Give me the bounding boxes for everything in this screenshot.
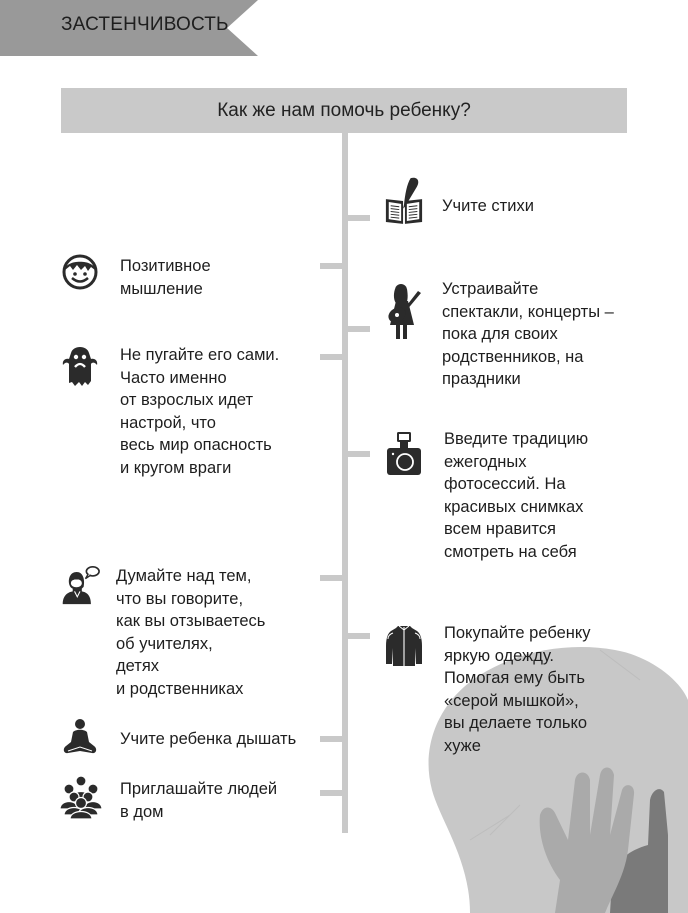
group-of-people-icon: [58, 774, 104, 820]
timeline-spine: [342, 133, 348, 833]
tip-dont-scare: Не пугайте его сами. Часто именно от взр…: [60, 346, 279, 480]
timeline-tick-left: [320, 263, 343, 269]
scary-ghost-icon: [60, 346, 100, 386]
question-header: Как же нам помочь ребенку?: [61, 88, 627, 133]
tip-learn-poems: Учите стихи: [384, 175, 534, 227]
book-quill-icon: [384, 175, 424, 227]
tip-positive-thinking: Позитивное мышление: [60, 252, 211, 300]
tip-invite-people: Приглашайте людей в дом: [58, 774, 277, 823]
woman-speech-bubble-icon: [60, 565, 100, 605]
timeline-tick-right: [347, 451, 370, 457]
section-banner: [0, 0, 258, 56]
question-text: Как же нам помочь ребенку?: [217, 99, 471, 121]
tip-text: Не пугайте его сами. Часто именно от взр…: [120, 346, 280, 477]
meditation-lotus-icon: [60, 718, 100, 758]
tip-text: Введите традицию ежегодных фотосессий. Н…: [444, 430, 589, 561]
tip-text: Покупайте ребенку яркую одежду. Помогая …: [444, 624, 591, 755]
timeline-tick-left: [320, 736, 343, 742]
tip-text: Приглашайте людей в дом: [120, 780, 278, 821]
tip-text: Думайте над тем, что вы говорите, как вы…: [116, 567, 266, 698]
tip-text: Учите стихи: [442, 197, 534, 215]
jacket-icon: [384, 622, 424, 668]
tip-teach-breathing: Учите ребенка дышать: [60, 718, 296, 758]
tip-photo-sessions: Введите традицию ежегодных фотосессий. Н…: [384, 430, 588, 564]
camera-flash-icon: [384, 430, 424, 478]
tip-text: Позитивное мышление: [120, 257, 211, 298]
tip-staging-shows: Устраивайте спектакли, концерты – пока д…: [384, 276, 614, 391]
section-title: ЗАСТЕНЧИВОСТЬ: [61, 14, 229, 35]
tip-bright-clothes: Покупайте ребенку яркую одежду. Помогая …: [384, 622, 591, 758]
smiling-boy-face-icon: [60, 252, 100, 292]
timeline-tick-left: [320, 790, 343, 796]
tip-text: Учите ребенка дышать: [120, 730, 297, 748]
timeline-tick-right: [347, 633, 370, 639]
timeline-tick-right: [347, 215, 370, 221]
timeline-tick-left: [320, 575, 343, 581]
girl-guitar-icon: [384, 282, 424, 342]
timeline-tick-right: [347, 326, 370, 332]
tip-mind-your-words: Думайте над тем, что вы говорите, как вы…: [60, 565, 265, 701]
timeline-tick-left: [320, 354, 343, 360]
tip-text: Устраивайте спектакли, концерты – пока д…: [442, 280, 614, 389]
